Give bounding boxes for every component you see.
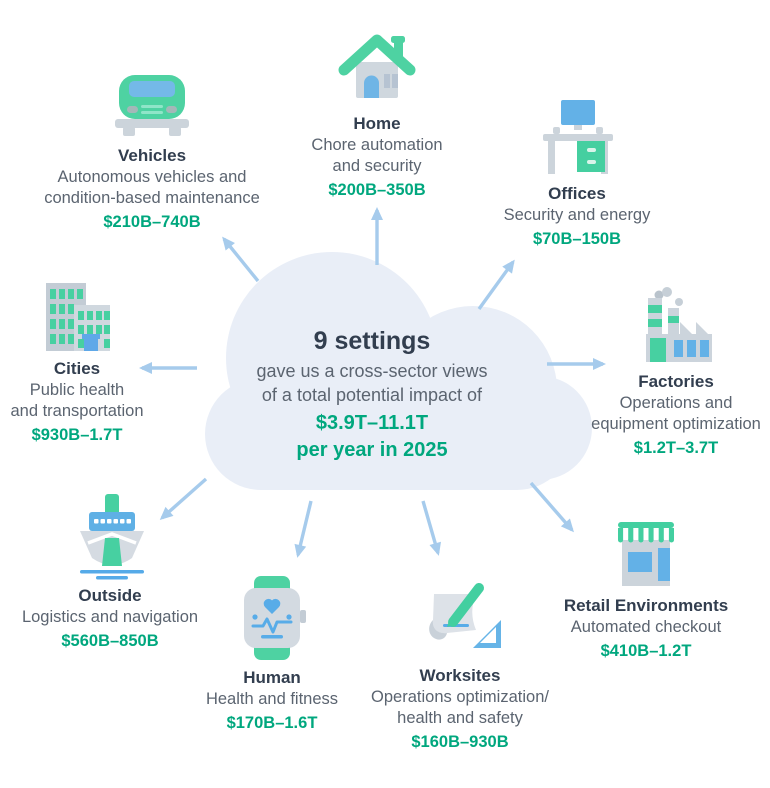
setting-human: Human Health and fitness $170B–1.6T: [187, 574, 357, 734]
setting-value: $170B–1.6T: [226, 714, 318, 732]
setting-description: Chore automation and security: [311, 136, 443, 175]
setting-value: $210B–740B: [103, 213, 201, 231]
setting-worksites: Worksites Operations optimization/ healt…: [352, 580, 568, 753]
center-value-period: per year in 2025: [296, 439, 448, 461]
setting-description: Security and energy: [503, 206, 651, 224]
setting-value: $70B–150B: [532, 230, 622, 248]
setting-value: $1.2T–3.7T: [633, 439, 719, 457]
setting-description: Health and fitness: [205, 690, 339, 708]
center-value: $3.9T–11.1T: [315, 412, 429, 434]
storefront-icon: [540, 514, 752, 590]
cloud-text: 9 settings gave us a cross-sector views …: [212, 326, 532, 464]
setting-title: Home: [353, 114, 401, 133]
setting-description: Autonomous vehicles and condition-based …: [44, 168, 260, 207]
setting-cities: Cities Public health and transportation …: [0, 281, 157, 446]
setting-title: Human: [243, 668, 301, 687]
setting-value: $930B–1.7T: [31, 426, 123, 444]
setting-value: $160B–930B: [411, 733, 509, 751]
desk-icon: [482, 94, 672, 178]
blueprint-icon: [352, 580, 568, 660]
buildings-icon: [0, 281, 157, 353]
setting-factories: Factories Operations and equipment optim…: [582, 286, 770, 459]
center-subtitle: gave us a cross-sector views of a total …: [256, 361, 488, 405]
ship-icon: [10, 490, 210, 580]
arrow-to-offices: [477, 259, 515, 310]
setting-value: $410B–1.2T: [600, 642, 692, 660]
setting-vehicles: Vehicles Autonomous vehicles and conditi…: [32, 64, 272, 233]
setting-title: Factories: [638, 372, 714, 391]
setting-title: Offices: [548, 184, 606, 203]
setting-outside: Outside Logistics and navigation $560B–8…: [10, 490, 210, 652]
setting-title: Cities: [53, 359, 101, 378]
setting-value: $200B–350B: [328, 181, 426, 199]
setting-title: Worksites: [419, 666, 501, 685]
smartwatch-icon: [187, 574, 357, 662]
car-icon: [32, 64, 272, 140]
setting-title: Vehicles: [117, 146, 187, 165]
setting-title: Retail Environments: [563, 596, 729, 615]
setting-description: Operations optimization/ health and safe…: [371, 688, 549, 727]
setting-description: Operations and equipment optimization: [591, 394, 761, 433]
arrow-to-vehicles: [222, 236, 260, 283]
factory-icon: [582, 286, 770, 366]
setting-home: Home Chore automation and security $200B…: [287, 26, 467, 201]
house-icon: [287, 26, 467, 108]
setting-title: Outside: [78, 586, 142, 605]
setting-description: Automated checkout: [570, 618, 722, 636]
setting-description: Logistics and navigation: [21, 608, 199, 626]
setting-offices: Offices Security and energy $70B–150B: [482, 94, 672, 250]
setting-description: Public health and transportation: [10, 381, 144, 420]
center-title: 9 settings: [313, 327, 431, 355]
setting-value: $560B–850B: [61, 632, 159, 650]
setting-retail-environments: Retail Environments Automated checkout $…: [540, 514, 752, 662]
arrow-to-worksites: [421, 500, 441, 556]
arrow-to-human: [294, 500, 313, 558]
